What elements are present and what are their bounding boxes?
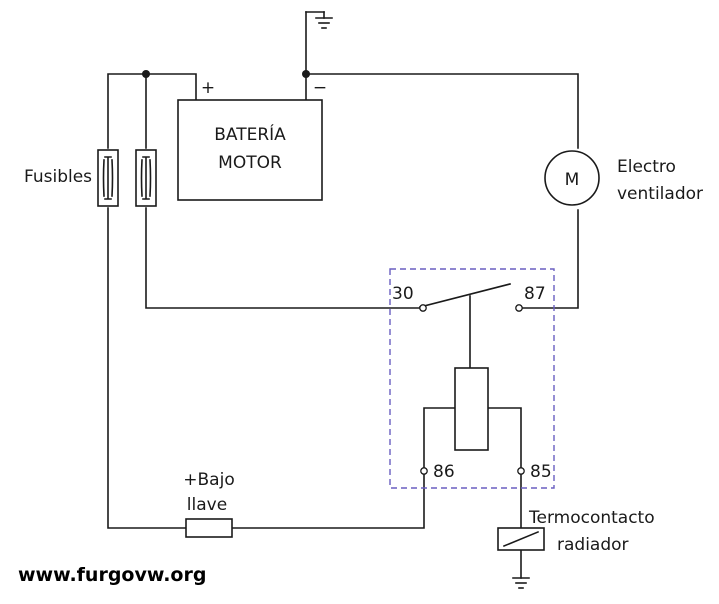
relay-coil [454, 367, 489, 451]
fuses-label: Fusibles [24, 167, 92, 187]
motor-label-line1: Electro [617, 157, 676, 177]
ignition-label-line1: +Bajo [183, 470, 234, 490]
wires [107, 73, 579, 579]
ignition-switch-feed: +Bajo llave [183, 470, 235, 538]
battery-plus-sign: + [201, 78, 215, 98]
terminal-86 [420, 467, 428, 475]
bottom-ground-symbol [512, 577, 530, 589]
motor-label-line2: ventilador [617, 184, 703, 204]
junction-negative [302, 70, 310, 78]
thermo-label-line2: radiador [557, 535, 629, 555]
battery-minus-sign: − [313, 78, 327, 98]
terminal-86-label: 86 [433, 462, 455, 482]
watermark: www.furgovw.org [18, 564, 206, 586]
junction-positive [142, 70, 150, 78]
top-ground-symbol [305, 11, 333, 75]
fan-motor: M Electro ventilador [544, 150, 703, 206]
terminal-85-label: 85 [530, 462, 552, 482]
terminal-85 [517, 467, 525, 475]
relay: 30 87 86 85 [389, 268, 555, 489]
thermo-switch: Termocontacto radiador [497, 508, 655, 555]
terminal-30-label: 30 [392, 284, 414, 304]
thermo-label-line1: Termocontacto [528, 508, 655, 528]
fuse-2 [135, 149, 157, 207]
terminal-30 [419, 304, 427, 312]
battery-label-line2: MOTOR [218, 153, 282, 173]
terminal-87 [515, 304, 523, 312]
battery: BATERÍA MOTOR + − [177, 78, 327, 201]
motor-symbol: M [565, 170, 580, 190]
fuse-1 [97, 149, 119, 207]
ignition-label-line2: llave [187, 495, 227, 515]
relay-frame [389, 268, 555, 489]
terminal-87-label: 87 [524, 284, 546, 304]
battery-label-line1: BATERÍA [214, 123, 286, 145]
